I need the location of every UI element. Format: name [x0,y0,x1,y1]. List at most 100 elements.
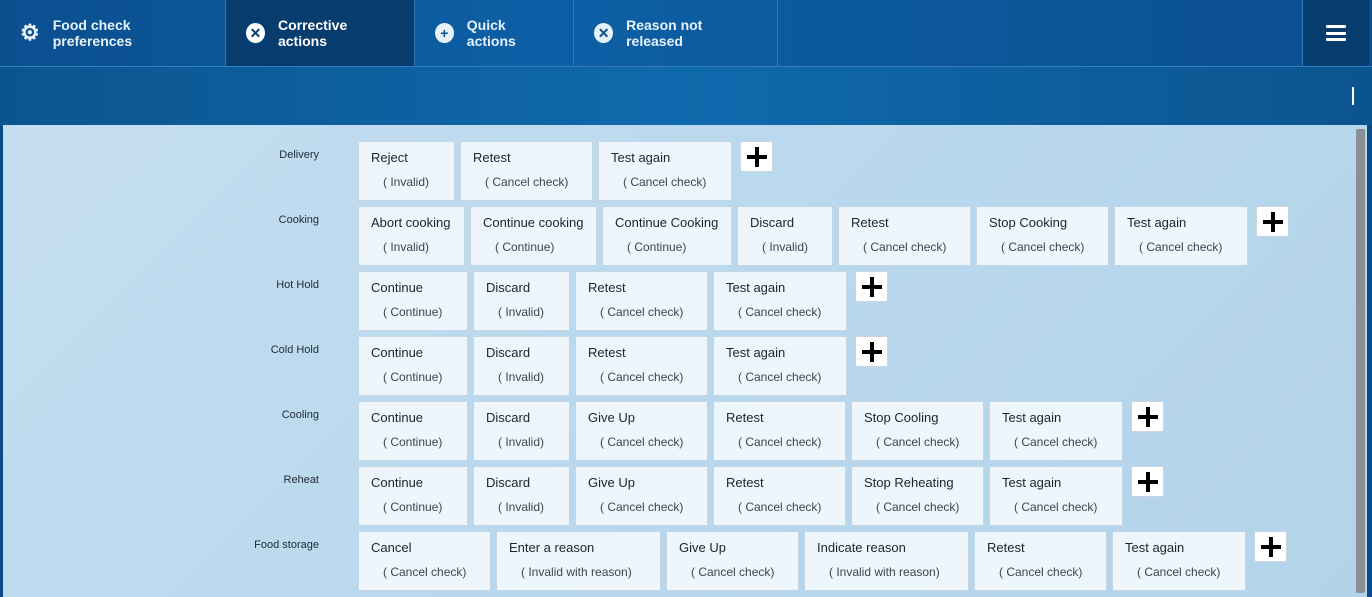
plus-icon [861,341,882,362]
scrollbar[interactable] [1356,129,1365,593]
plus-icon [1260,536,1281,557]
add-action-button[interactable] [1131,466,1164,497]
action-chip[interactable]: Discard( Invalid) [473,336,570,396]
tab-reason-not-released[interactable]: ✕ Reason not released [574,0,778,66]
action-chip[interactable]: Stop Reheating( Cancel check) [851,466,984,526]
action-chip[interactable]: Reject( Invalid) [358,141,455,201]
action-chip[interactable]: Retest( Cancel check) [838,206,971,266]
action-result: ( Cancel check) [691,565,775,579]
action-title: Discard [486,280,531,295]
add-action-button[interactable] [1254,531,1287,562]
action-chip[interactable]: Test again( Cancel check) [989,401,1123,461]
close-circle-icon: ✕ [594,23,614,43]
action-chip-list: Continue( Continue)Discard( Invalid)Rete… [358,271,888,331]
action-result: ( Cancel check) [600,435,684,449]
action-chip[interactable]: Test again( Cancel check) [713,336,847,396]
tab-food-check-preferences[interactable]: ⚙ Food check preferences [0,0,226,66]
action-chip[interactable]: Give Up( Cancel check) [575,401,708,461]
action-chip[interactable]: Continue( Continue) [358,466,468,526]
action-chip-list: Continue( Continue)Discard( Invalid)Rete… [358,336,888,396]
action-chip[interactable]: Retest( Cancel check) [974,531,1107,591]
action-chip[interactable]: Retest( Cancel check) [575,271,708,331]
action-chip[interactable]: Discard( Invalid) [473,466,570,526]
action-chip[interactable]: Give Up ( Cancel check) [575,466,708,526]
action-chip[interactable]: Retest( Cancel check) [460,141,593,201]
action-result: ( Cancel check) [876,435,960,449]
action-title: Retest [726,475,764,490]
plus-icon [1262,211,1283,232]
hamburger-menu-button[interactable] [1302,0,1369,66]
action-chip[interactable]: Enter a reason( Invalid with reason) [496,531,661,591]
plus-icon [746,146,767,167]
action-chip[interactable]: Stop Cooling ( Cancel check) [851,401,984,461]
action-result: ( Cancel check) [738,500,822,514]
action-chip[interactable]: Retest( Cancel check) [575,336,708,396]
add-action-button[interactable] [740,141,773,172]
action-title: Test again [726,280,786,295]
action-result: ( Cancel check) [383,565,467,579]
action-result: ( Cancel check) [600,500,684,514]
action-result: ( Cancel check) [1137,565,1221,579]
add-action-button[interactable] [855,271,888,302]
row-label: Cooking [278,214,319,226]
action-title: Test again [611,150,671,165]
action-chip[interactable]: Discard( Invalid) [737,206,833,266]
action-result: ( Cancel check) [623,175,707,189]
action-result: ( Cancel check) [738,305,822,319]
action-result: ( Invalid) [498,370,545,384]
action-title: Continue [371,280,424,295]
action-chip[interactable]: Test again( Cancel check) [1112,531,1246,591]
action-result: ( Continue) [383,435,443,449]
action-chip[interactable]: Continue cooking( Continue) [470,206,597,266]
action-result: ( Cancel check) [738,370,822,384]
row-label: Food storage [254,539,319,551]
action-chip[interactable]: Give Up( Cancel check) [666,531,799,591]
row-label: Reheat [283,474,319,486]
add-action-button[interactable] [1131,401,1164,432]
row-label: Cold Hold [270,344,319,356]
action-result: ( Invalid) [383,240,430,254]
action-chip[interactable]: Continue( Continue) [358,336,468,396]
action-title: Test again [1002,475,1062,490]
action-title: Stop Cooling [864,410,939,425]
add-action-button[interactable] [855,336,888,367]
action-chip[interactable]: Test again ( Cancel check) [713,271,847,331]
action-chip[interactable]: Test again( Cancel check) [989,466,1123,526]
add-action-button[interactable] [1256,206,1289,237]
action-chip[interactable]: Test again( Cancel check) [1114,206,1248,266]
action-chip[interactable]: Continue Cooking( Continue) [602,206,732,266]
action-result: ( Cancel check) [485,175,569,189]
action-chip[interactable]: Indicate reason( Invalid with reason) [804,531,969,591]
plus-circle-icon: + [435,23,454,43]
tab-label: Corrective actions [277,17,348,49]
action-chip[interactable]: Abort cooking( Invalid) [358,206,465,266]
action-chip[interactable]: Test again ( Cancel check) [598,141,732,201]
action-result: ( Cancel check) [600,305,684,319]
action-chip[interactable]: Retest ( Cancel check) [713,401,846,461]
tab-corrective-actions[interactable]: ✕ Corrective actions [226,0,415,66]
action-result: ( Cancel check) [738,435,822,449]
action-chip-list: Continue( Continue)Discard( Invalid)Give… [358,466,1164,526]
action-chip[interactable]: Discard( Invalid) [473,271,570,331]
action-chip[interactable]: Continue( Continue) [358,401,468,461]
action-title: Retest [726,410,764,425]
action-chip[interactable]: Continue( Continue) [358,271,468,331]
action-chip-list: Cancel( Cancel check)Enter a reason( Inv… [358,531,1287,591]
action-chip[interactable]: Retest ( Cancel check) [713,466,846,526]
action-chip[interactable]: Stop Cooking( Cancel check) [976,206,1109,266]
action-result: ( Continue) [383,370,443,384]
action-title: Reject [371,150,408,165]
hamburger-menu-icon [1326,25,1346,41]
action-title: Give Up [588,475,635,490]
action-chip[interactable]: Cancel( Cancel check) [358,531,491,591]
action-row-cooking: Cooking Abort cooking( Invalid)Continue c… [3,190,1353,266]
tab-quick-actions[interactable]: + Quick actions [415,0,574,66]
action-result: ( Cancel check) [1001,240,1085,254]
action-title: Retest [588,345,626,360]
action-result: ( Invalid with reason) [829,565,940,579]
action-row-cold-hold: Cold Hold Continue( Continue)Discard( Inv… [3,320,1353,396]
action-chip[interactable]: Discard( Invalid) [473,401,570,461]
row-label: Hot Hold [276,279,319,291]
